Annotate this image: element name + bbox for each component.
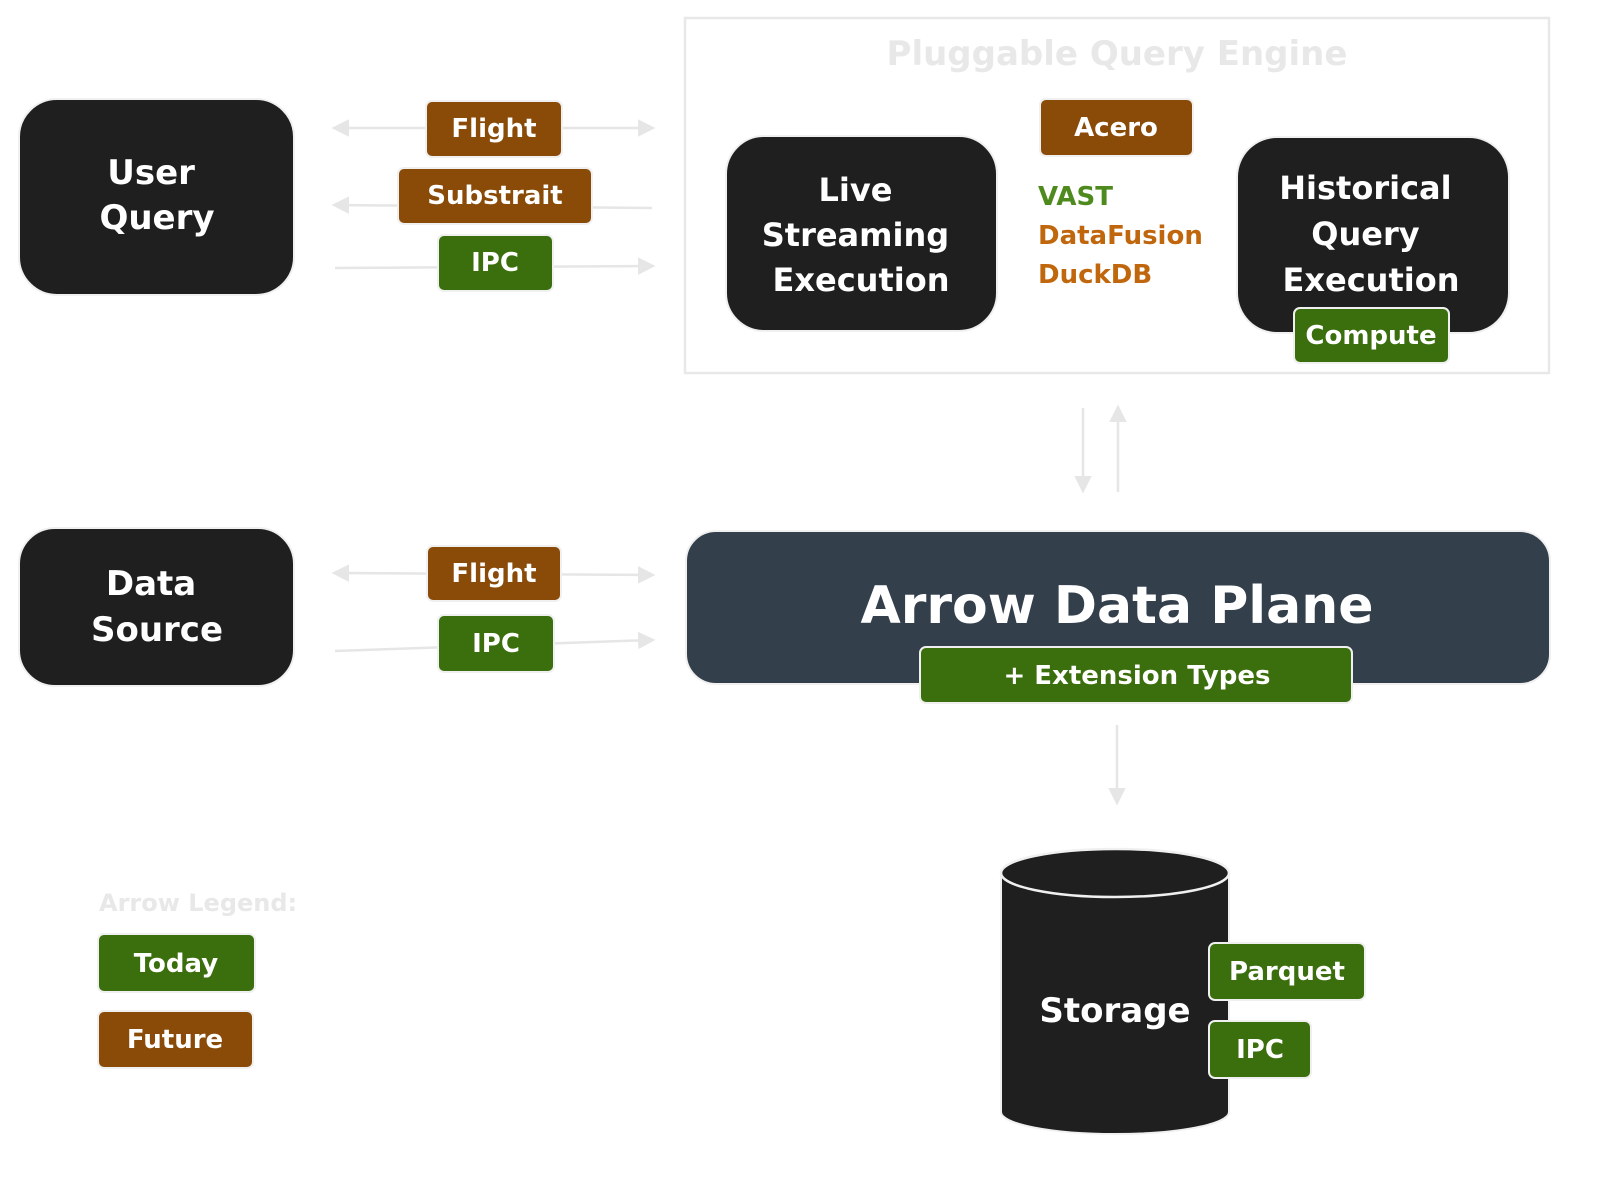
legend-future-tag: Future: [97, 1010, 254, 1069]
storage-node[interactable]: Storage: [999, 847, 1231, 1135]
vast-label: VAST: [1038, 182, 1113, 212]
svg-text:Substrait: Substrait: [427, 181, 562, 211]
svg-text:+ Extension Types: + Extension Types: [1003, 661, 1270, 691]
svg-text:IPC: IPC: [1236, 1035, 1284, 1065]
legend: Arrow Legend: Today Future: [97, 889, 297, 1069]
storage-label: Storage: [1039, 991, 1190, 1031]
svg-text:Flight: Flight: [451, 114, 536, 144]
query-engine-group: Pluggable Query Engine: [683, 16, 1551, 375]
svg-text:IPC: IPC: [472, 629, 520, 659]
svg-text:Future: Future: [127, 1025, 223, 1055]
svg-text:Compute: Compute: [1305, 321, 1436, 351]
svg-text:Parquet: Parquet: [1229, 957, 1345, 987]
acero-tag[interactable]: Acero: [1039, 98, 1194, 157]
svg-text:Today: Today: [134, 949, 219, 979]
user-query-label: User Query: [99, 153, 214, 238]
datafusion-label: DataFusion: [1038, 221, 1203, 251]
compute-tag[interactable]: Compute: [1293, 307, 1450, 364]
ipc-storage-tag[interactable]: IPC: [1208, 1020, 1312, 1079]
flight-source-tag[interactable]: Flight: [426, 545, 562, 602]
extension-types-tag[interactable]: + Extension Types: [919, 646, 1353, 704]
ipc-source-tag[interactable]: IPC: [437, 614, 555, 673]
live-streaming-label: Live Streaming Execution: [762, 171, 961, 299]
legend-title: Arrow Legend:: [99, 889, 297, 917]
ipc-query-tag[interactable]: IPC: [437, 234, 554, 292]
substrait-query-tag[interactable]: Substrait: [397, 167, 593, 225]
data-source-label: Data Source: [91, 564, 223, 650]
arrow-data-plane[interactable]: Arrow Data Plane: [685, 530, 1551, 685]
duckdb-label: DuckDB: [1038, 260, 1152, 290]
query-engine-frame: [683, 16, 1551, 375]
flight-query-tag[interactable]: Flight: [425, 100, 563, 158]
svg-text:Acero: Acero: [1074, 113, 1158, 143]
legend-today-tag: Today: [97, 933, 256, 993]
query-engine-title: Pluggable Query Engine: [887, 34, 1348, 74]
parquet-tag[interactable]: Parquet: [1208, 942, 1366, 1001]
arrow-data-plane-title: Arrow Data Plane: [860, 576, 1373, 636]
live-streaming-node[interactable]: Live Streaming Execution: [725, 135, 998, 332]
svg-text:IPC: IPC: [471, 248, 519, 278]
user-query-node[interactable]: User Query: [18, 98, 295, 296]
historical-query-node[interactable]: Historical Query Execution: [1236, 136, 1510, 334]
svg-text:Flight: Flight: [451, 559, 536, 589]
data-source-node[interactable]: Data Source: [18, 527, 295, 687]
historical-query-label: Historical Query Execution: [1279, 169, 1463, 299]
